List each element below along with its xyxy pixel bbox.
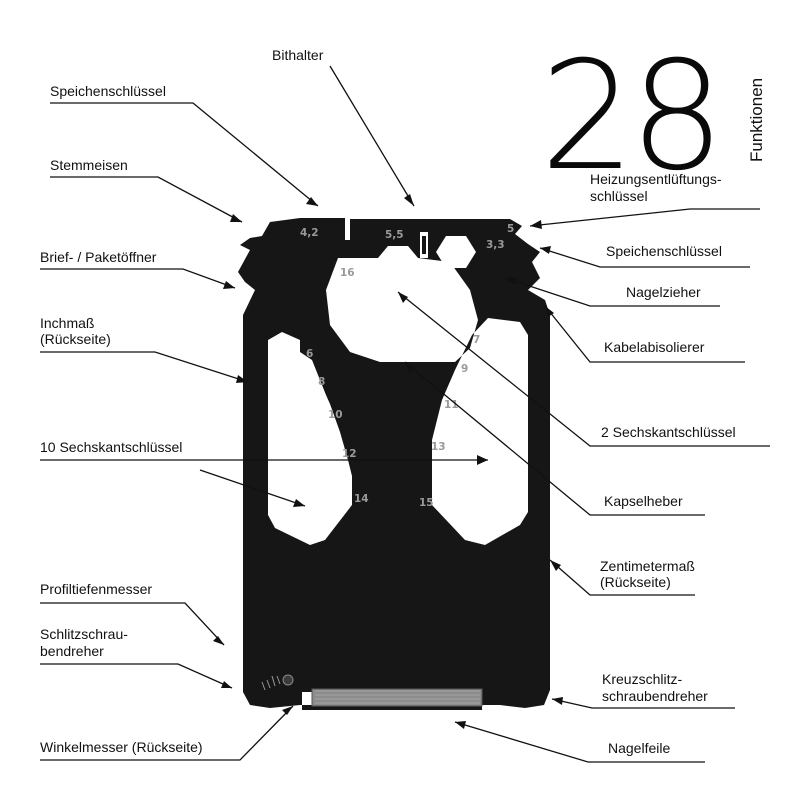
arrow-sechskant10-b [293, 499, 305, 507]
size-11: 11 [444, 399, 459, 411]
leader-kreuz [551, 698, 735, 709]
label-heizung-line1: Heizungsentlüftungs- [590, 171, 722, 187]
label-speichenschluessel-left: Speichenschlüssel [50, 83, 166, 99]
multitool-card [238, 218, 550, 710]
leader-zenti [549, 559, 695, 596]
leader-bithalter [329, 65, 415, 207]
size-5-5: 5,5 [385, 229, 404, 241]
size-8: 8 [318, 376, 325, 388]
size-6: 6 [306, 348, 313, 360]
label-kreuzschlitz-line2: schraubendreher [602, 688, 708, 704]
size-3-3: 3,3 [486, 239, 505, 251]
label-kreuzschlitz-line1: Kreuzschlitz- [602, 671, 682, 687]
label-10-sechskantschluessel: 10 Sechskantschlüssel [40, 439, 182, 455]
arrow-bithalter [404, 194, 414, 206]
arrow-kabel [545, 306, 554, 317]
leader-sechskant10-b [199, 469, 306, 507]
ruler-marks [261, 675, 281, 691]
leader-speichen-left [50, 102, 319, 207]
leader-schlitz [40, 663, 233, 689]
label-kabelabisolierer: Kabelabisolierer [604, 339, 705, 355]
leader-brief [40, 268, 236, 289]
function-count: 28 [540, 30, 719, 204]
label-nagelfeile: Nagelfeile [608, 740, 670, 756]
label-schlitz-line1: Schlitzschrau- [40, 626, 128, 642]
nail-file [311, 688, 483, 707]
arrow-zenti [550, 560, 561, 571]
size-9: 9 [461, 363, 468, 375]
arrow-nagelzieher [505, 277, 517, 285]
leader-kabel [544, 305, 745, 363]
label-inchmass-line1: Inchmaß [40, 315, 94, 331]
arrow-inch [236, 375, 248, 383]
leader-kapsel [404, 361, 705, 516]
leader-stemmeisen [50, 176, 243, 223]
label-stemmeisen: Stemmeisen [50, 157, 128, 173]
leader-nagelfeile [454, 721, 705, 763]
size-14: 14 [354, 493, 369, 505]
function-subtitle: Funktionen [747, 78, 766, 162]
size-16: 16 [340, 267, 355, 279]
hex-hole [436, 236, 476, 268]
label-schlitz-line2: bendreher [40, 643, 104, 659]
arrow-kapsel [405, 362, 415, 373]
label-winkelmesser: Winkelmesser (Rückseite) [40, 739, 203, 755]
label-2-sechskantschluessel: 2 Sechskantschlüssel [601, 424, 736, 440]
size-7: 7 [473, 334, 480, 346]
label-bithalter: Bithalter [272, 47, 324, 63]
arrow-heizung [530, 220, 542, 229]
arrow-brief [223, 281, 235, 289]
leader-profil [40, 602, 225, 646]
arrow-winkel [282, 706, 293, 715]
label-zentimetermass-line2: (Rückseite) [600, 574, 671, 590]
label-brief-paketoeffner: Brief- / Paketöffner [40, 249, 157, 265]
arrow-speichen-right [540, 246, 551, 254]
leader-lines [40, 65, 770, 763]
leader-nagelzieher [504, 277, 720, 307]
label-inchmass-line2: (Rückseite) [40, 331, 111, 347]
size-5: 5 [507, 223, 514, 235]
arrow-schlitz [221, 681, 232, 688]
leader-winkel [40, 705, 294, 761]
leader-heizung [529, 208, 760, 227]
size-12: 12 [342, 448, 357, 460]
arrow-nagelfeile [455, 721, 466, 729]
leader-sechskant2 [397, 291, 770, 447]
label-heizung-line2: schlüssel [590, 188, 648, 204]
label-nagelzieher: Nagelzieher [626, 284, 701, 300]
arrow-sechskant2 [398, 292, 408, 303]
arrow-sechskant10-a [477, 455, 488, 465]
arrow-heads [213, 194, 563, 729]
label-zentimetermass-line1: Zentimetermaß [600, 558, 695, 574]
tool-size-numbers: 4,2 5,5 5 3,3 16 6 7 8 9 10 11 12 13 14 … [300, 223, 514, 509]
rivet [282, 674, 294, 686]
label-kapselheber: Kapselheber [604, 493, 683, 509]
function-labels: Bithalter Speichenschlüssel Stemmeisen H… [40, 47, 736, 756]
arrow-kreuz [552, 697, 563, 705]
leader-inch [40, 351, 249, 383]
arrow-stemmeisen [230, 214, 242, 222]
arrow-profil [213, 636, 224, 645]
leader-speichen-right [539, 247, 750, 268]
arrow-speichen-left [306, 197, 318, 206]
label-speichenschluessel-right: Speichenschlüssel [606, 243, 722, 259]
size-15: 15 [419, 497, 434, 509]
size-13: 13 [431, 441, 446, 453]
label-profiltiefenmesser: Profiltiefenmesser [40, 581, 152, 597]
size-4-2: 4,2 [300, 227, 319, 239]
size-10: 10 [328, 409, 343, 421]
